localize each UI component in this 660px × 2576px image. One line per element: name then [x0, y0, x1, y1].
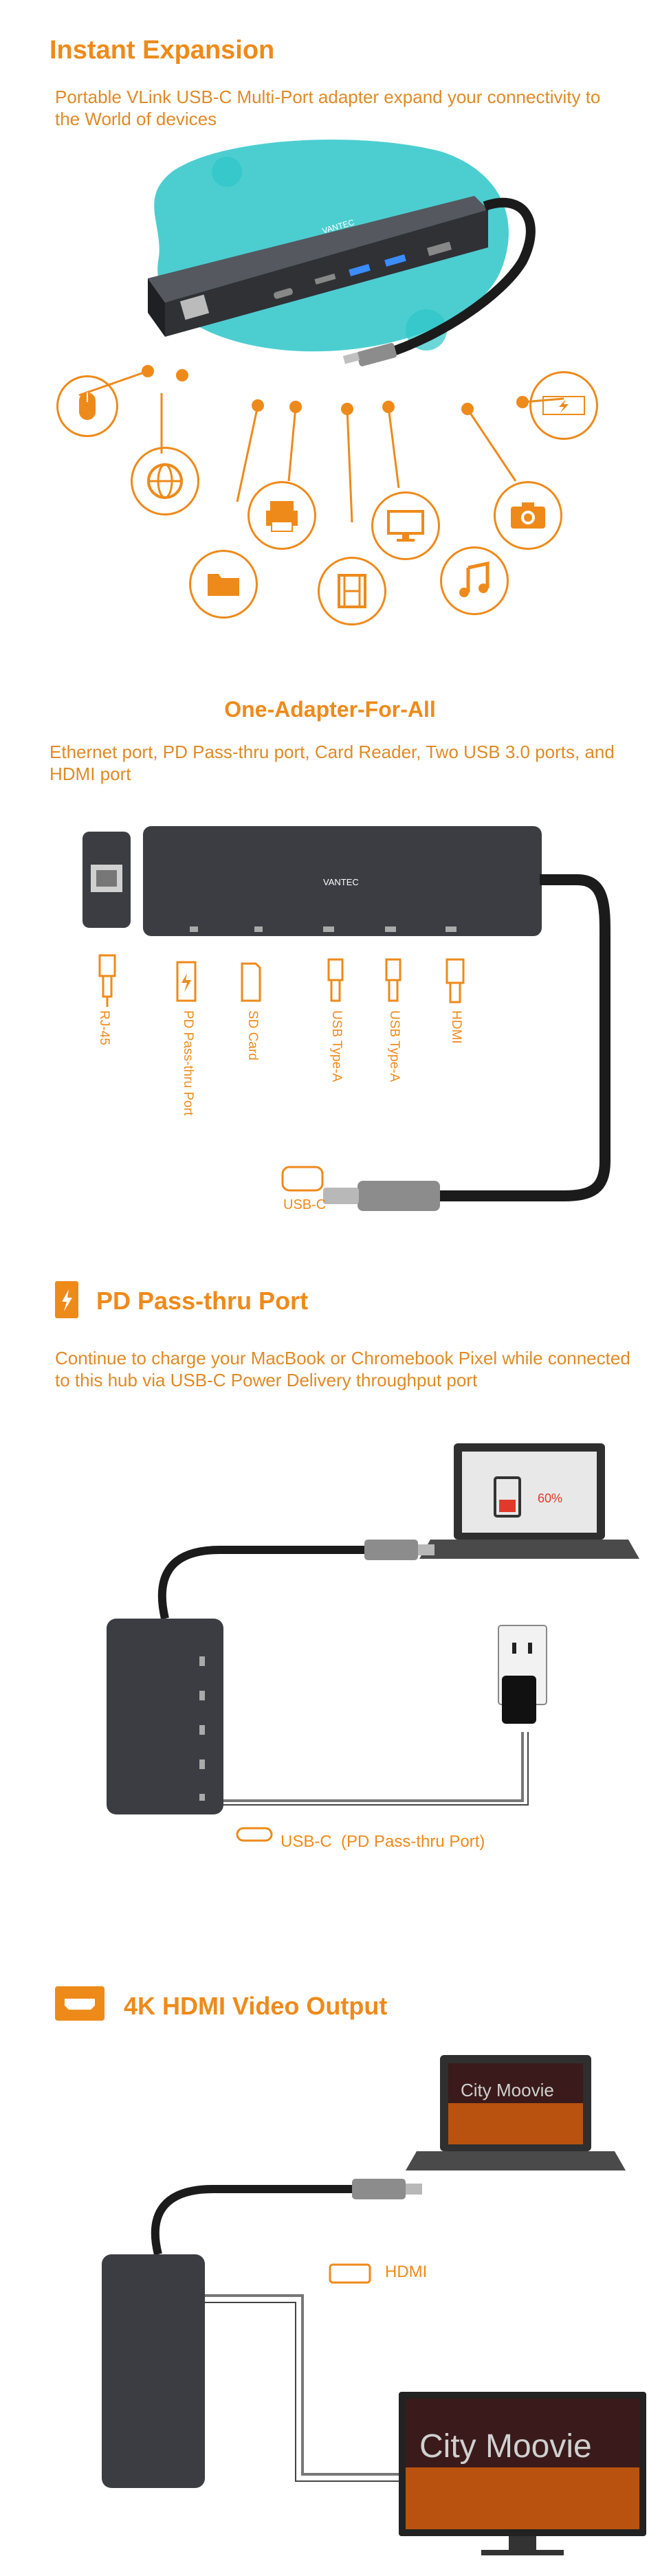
- battery-percent: 60%: [538, 1491, 562, 1505]
- hdmi-illustration: City Moovie City Moovie: [102, 2055, 646, 2555]
- hdmi-icon: [55, 1986, 104, 2021]
- expansion-illustration: VANTEC: [78, 140, 564, 522]
- port-label-hdmi: HDMI: [449, 1010, 463, 1044]
- music-bubble: [440, 546, 509, 615]
- camera-bubble: [494, 481, 562, 550]
- port-label-sd: SD Card: [245, 1010, 260, 1061]
- pd-title: PD Pass-thru Port: [96, 1287, 309, 1315]
- adapter-section: One-Adapter-For-All Ethernet port, PD Pa…: [0, 680, 660, 1299]
- adapter-brand: VANTEC: [323, 877, 359, 887]
- laptop-screen-text: City Moovie: [461, 2080, 554, 2100]
- port-label-rj45: RJ-45: [97, 1010, 111, 1045]
- tv-screen-text: City Moovie: [419, 2428, 592, 2465]
- adapter-title: One-Adapter-For-All: [224, 697, 436, 722]
- hdmi-title: 4K HDMI Video Output: [124, 1992, 388, 2020]
- camera-icon: [511, 502, 545, 529]
- pd-section: PD Pass-thru Port Continue to charge you…: [0, 1265, 660, 1883]
- film-icon: [338, 574, 366, 608]
- monitor-icon: [387, 510, 424, 542]
- mouse-icon: [56, 375, 118, 437]
- port-label-usb-a-2: USB Type-A: [387, 1010, 402, 1082]
- folder-icon: [208, 574, 239, 596]
- film-bubble: [318, 557, 386, 625]
- instant-expansion-description: Portable VLink USB-C Multi-Port adapter …: [55, 87, 601, 129]
- hdmi-section: 4K HDMI Video Output City Moovie City Mo…: [0, 1966, 660, 2576]
- usb-c-label: USB-C: [283, 1197, 327, 1212]
- instant-expansion-section: Instant Expansion Portable VLink USB-C M…: [0, 0, 660, 550]
- instant-expansion-title: Instant Expansion: [50, 36, 275, 65]
- printer-icon: [248, 481, 316, 550]
- hdmi-cable-label: HDMI: [385, 2263, 428, 2281]
- globe-icon: [131, 447, 199, 515]
- adapter-diagram: VANTEC: [82, 826, 610, 1211]
- pd-battery-icon: [55, 1281, 78, 1318]
- folder-bubble: [189, 550, 258, 619]
- lightning-icon: [529, 371, 598, 440]
- port-label-pd: PD Pass-thru Port: [181, 1010, 195, 1116]
- monitor-bubble: [371, 491, 440, 560]
- music-icon: [459, 561, 490, 597]
- pd-description: Continue to charge your MacBook or Chrom…: [55, 1348, 630, 1390]
- pd-cable-label: USB-C (PD Pass-thru Port): [280, 1832, 485, 1851]
- port-label-usb-a-1: USB Type-A: [329, 1010, 344, 1082]
- pd-illustration: 60%: [107, 1443, 639, 1842]
- adapter-description: Ethernet port, PD Pass-thru port, Card R…: [50, 742, 615, 784]
